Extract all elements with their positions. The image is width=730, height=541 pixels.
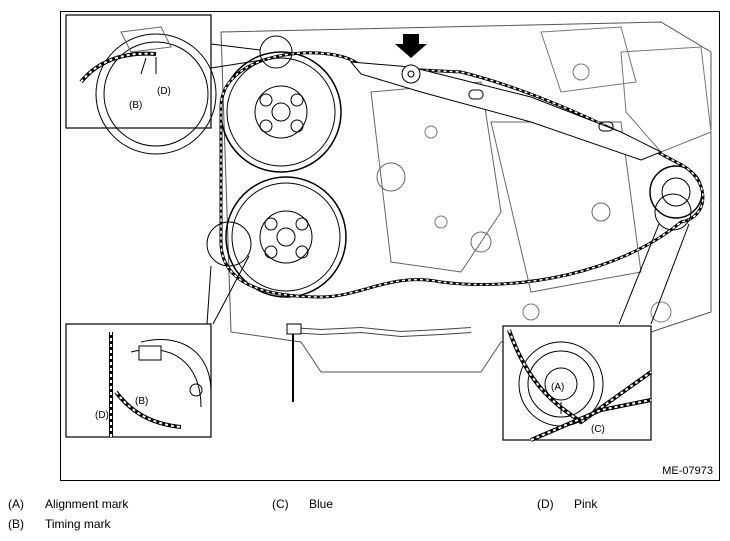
callout-c: (C): [591, 424, 605, 435]
legend-text: Alignment mark: [45, 497, 129, 511]
detail-view-top-left: (D) (B): [65, 14, 217, 155]
legend-text: Timing mark: [45, 517, 111, 531]
legend-code: (D): [537, 497, 554, 511]
arrow-indicator: [395, 34, 427, 58]
callout-d-bottom: (D): [95, 410, 109, 421]
legend-text: Blue: [309, 497, 334, 511]
callout-b-top: (B): [129, 100, 142, 111]
legend-code: (A): [8, 497, 24, 511]
legend-code: (C): [272, 497, 289, 511]
callout-b-bottom: (B): [135, 396, 148, 407]
engine-timing-chain-drawing: (D) (B) (B) (D): [65, 14, 712, 442]
callout-a: (A): [551, 382, 564, 393]
detail-view-bottom-left: (B) (D): [65, 323, 212, 438]
diagram-frame: (D) (B) (B) (D): [60, 11, 720, 481]
figure-id: ME-07973: [662, 465, 713, 477]
callout-d-top: (D): [157, 86, 171, 97]
legend-text: Pink: [574, 497, 598, 511]
detail-view-bottom-right: (A) (C): [502, 325, 653, 442]
legend-code: (B): [8, 517, 24, 531]
